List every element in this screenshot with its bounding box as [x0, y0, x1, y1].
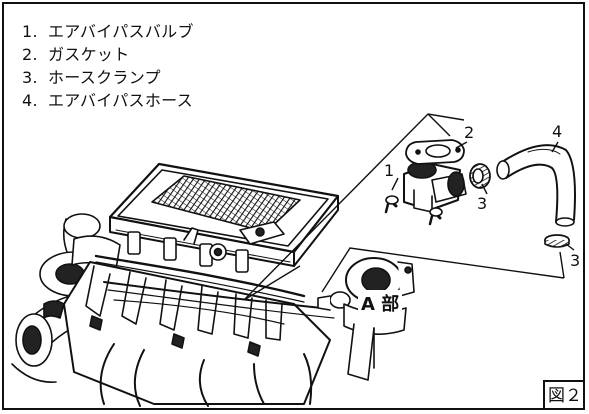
leader-lines: [243, 113, 575, 301]
legend-item-label: エアバイパスホース: [48, 91, 193, 110]
callout-3-clamp-upper: 3: [477, 194, 487, 213]
air-bypass-hose: [496, 144, 576, 227]
legend-item-number: 4.: [22, 91, 38, 110]
legend-item-label: ガスケット: [48, 45, 130, 64]
legend-item-hose-clamp: 3. ホースクランプ: [22, 66, 194, 89]
legend-item-number: 3.: [22, 68, 38, 87]
legend-item-gasket: 2. ガスケット: [22, 43, 194, 66]
legend-item-number: 2.: [22, 45, 38, 64]
parts-legend: 1. エアバイパスバルブ 2. ガスケット 3. ホースクランプ 4. エアバイパスホー…: [22, 20, 194, 112]
engine-diagram: 1 2 3 4 3: [11, 113, 580, 407]
exploded-parts: [384, 139, 576, 248]
engine-assembly: [11, 162, 415, 407]
gasket: [405, 139, 465, 165]
hose-clamp-lower: [544, 234, 570, 248]
throttle-body: [343, 257, 415, 381]
hose-clamp-upper: [469, 163, 491, 189]
detail-a-label: A 部: [358, 290, 403, 316]
callout-1-valve: 1: [384, 161, 394, 180]
figure-frame: 1. エアバイパスバルブ 2. ガスケット 3. ホースクランプ 4. エアバイパスホー…: [2, 2, 585, 410]
legend-item-number: 1.: [22, 22, 38, 41]
air-bypass-valve: [403, 161, 467, 213]
legend-item-label: ホースクランプ: [48, 68, 161, 87]
callout-2-gasket: 2: [464, 123, 474, 142]
legend-item-label: エアバイパスバルブ: [48, 22, 194, 41]
legend-item-air-bypass-valve: 1. エアバイパスバルブ: [22, 20, 194, 43]
figure-number-label: 図２: [543, 380, 583, 408]
callout-4-hose: 4: [552, 122, 562, 141]
valve-screws: [384, 195, 443, 226]
legend-item-air-bypass-hose: 4. エアバイパスホース: [22, 89, 194, 112]
callout-3-clamp-lower: 3: [570, 251, 580, 270]
